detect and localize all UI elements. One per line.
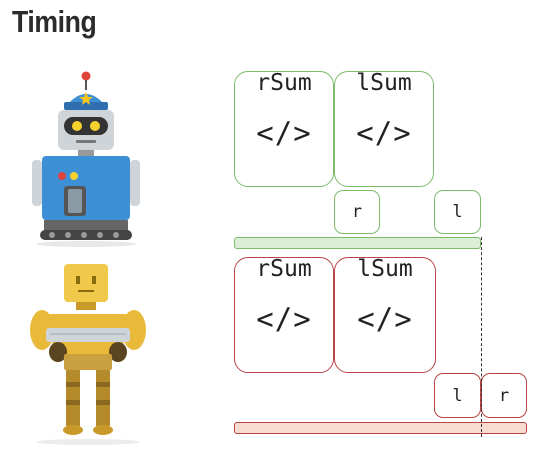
small-task-top-1: r (334, 190, 380, 234)
rsum-task-box-top: rSum </> (234, 70, 334, 187)
small-task-bottom-2: r (481, 373, 527, 418)
code-icon: </> (256, 302, 312, 336)
task-name: lSum (357, 256, 413, 282)
blue-robot-icon (32, 71, 140, 247)
task-name: rSum (256, 70, 312, 96)
small-task-top-2: l (434, 190, 481, 234)
yellow-robot-icon (30, 264, 146, 445)
task-name: lSum (356, 70, 412, 96)
code-icon: </> (357, 302, 413, 336)
lsum-task-box-bottom: lSum </> (334, 256, 436, 373)
code-icon: </> (256, 116, 312, 150)
rsum-task-box-bottom: rSum </> (234, 256, 334, 373)
timeline-bar-top (234, 237, 481, 249)
lsum-task-box-top: lSum </> (334, 70, 434, 187)
timing-divider-line (481, 237, 482, 437)
code-icon: </> (356, 116, 412, 150)
task-name: rSum (256, 256, 312, 282)
small-task-bottom-1: l (434, 373, 481, 418)
timeline-bar-bottom (234, 422, 527, 434)
page-title: Timing (12, 4, 97, 39)
